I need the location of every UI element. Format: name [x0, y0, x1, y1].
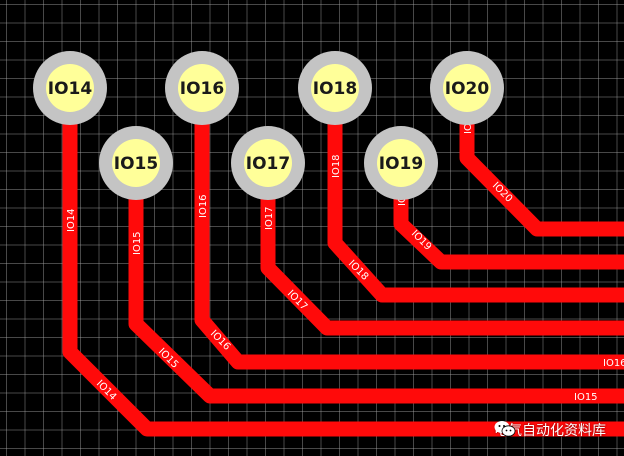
watermark: 电气自动化资料库	[494, 420, 606, 440]
pad-io14[interactable]: IO14	[33, 51, 107, 125]
pad-io15[interactable]: IO15	[99, 126, 173, 200]
trace-io18[interactable]	[327, 88, 624, 303]
trace-label-io18-vertical: IO18	[331, 154, 342, 178]
trace-io17[interactable]	[260, 163, 624, 336]
pad-io20[interactable]: IO20	[430, 51, 504, 125]
pad-label-io15: IO15	[114, 154, 158, 174]
trace-io14[interactable]	[62, 88, 624, 437]
pad-label-io20: IO20	[445, 79, 490, 99]
pad-label-io18: IO18	[313, 79, 357, 99]
wechat-icon	[494, 421, 516, 437]
pad-io18[interactable]: IO18	[298, 51, 372, 125]
trace-label-io15-vertical: IO15	[132, 231, 143, 255]
pad-io16[interactable]: IO16	[165, 51, 239, 125]
trace-label-io20-vertical: IO	[463, 123, 474, 134]
pad-label-io14: IO14	[48, 79, 93, 99]
watermark-text: 电气自动化资料库	[494, 423, 606, 439]
trace-label-io19-vertical: IO	[397, 195, 408, 206]
trace-label-io16-vertical: IO16	[198, 194, 209, 218]
pad-label-io16: IO16	[180, 79, 224, 99]
trace-label-io15-horizontal: IO15	[574, 392, 598, 403]
trace-label-io16-horizontal: IO16	[603, 358, 624, 369]
trace-io15[interactable]	[128, 163, 624, 404]
pad-io19[interactable]: IO19	[364, 126, 438, 200]
trace-label-io14-vertical: IO14	[66, 208, 77, 232]
pad-io17[interactable]: IO17	[231, 126, 305, 200]
pad-label-io19: IO19	[379, 154, 423, 174]
trace-label-io17-vertical: IO17	[264, 206, 275, 230]
pad-label-io17: IO17	[246, 154, 290, 174]
trace-io16[interactable]	[194, 88, 624, 370]
